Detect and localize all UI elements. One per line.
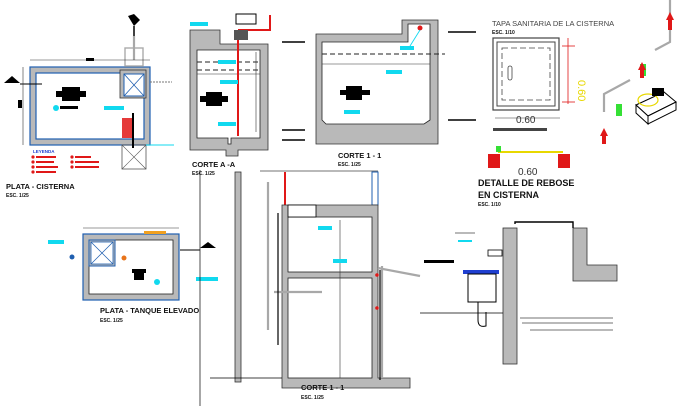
pump-motor: [637, 93, 659, 107]
view-title-corte-1-1-cisterna: CORTE 1 - 1: [338, 151, 381, 160]
column: [234, 171, 242, 383]
view-title-detalle-rebose-1: DETALLE DE REBOSE: [478, 178, 574, 188]
section-marker-1-icon: [4, 76, 20, 83]
overflow-grate: [463, 270, 499, 274]
dimension-tapa-height: 0.60: [575, 80, 587, 101]
section-1-1-tank: CORTE 1 - 1 ESC. 1/25: [199, 170, 421, 406]
view-title-plata-tanque: PLATA - TANQUE ELEVADO: [100, 306, 199, 315]
section-marker-2-icon: [200, 242, 216, 248]
view-scale-plata-tanque: ESC. 1/25: [100, 318, 123, 324]
overflow-wall: [502, 227, 518, 365]
view-title-corte-1-1-tanque: CORTE 1 - 1: [301, 383, 344, 392]
flow-arrows: [600, 12, 674, 144]
view-scale-corte-1-1-tanque: ESC. 1/25: [301, 395, 324, 401]
view-scale-corte-1-1-cisterna: ESC. 1/25: [338, 162, 361, 168]
legend: LEYENDA: [31, 149, 99, 174]
view-title-detalle-rebose-2: EN CISTERNA: [478, 190, 540, 200]
view-title-plata-cisterna: PLATA - CISTERNA: [6, 182, 75, 191]
section-1-1-cistern: CORTE 1 - 1 ESC. 1/25: [315, 19, 476, 168]
cistern-outline: [29, 66, 151, 146]
tank-lower-cell: [287, 277, 373, 379]
view-scale-plata-cisterna: ESC. 1/25: [6, 193, 29, 199]
view-scale-corte-a-a: ESC. 1/25: [192, 171, 215, 177]
pump-isometric: [600, 0, 677, 144]
overflow-detail: [420, 221, 618, 365]
tank-upper-cell: [287, 216, 373, 273]
north-arrow-icon: [128, 14, 140, 26]
plan-cistern: LEYENDA PLATA - CISTERNA ESC. 1/25: [4, 14, 174, 199]
dimension-tapa-width: 0.60: [516, 115, 536, 126]
dimension-tapa-section: 0.60: [518, 167, 538, 178]
sanitary-cover-detail: TAPA SANITARIA DE LA CISTERNA ESC. 1/10 …: [488, 19, 614, 178]
section-a-a: CORTE A -A ESC. 1/25: [189, 13, 305, 177]
plan-elevated-tank: PLATA - TANQUE ELEVADO ESC. 1/25: [48, 227, 218, 324]
view-scale-detalle-rebose: ESC. 1/10: [478, 202, 501, 208]
view-scale-tapa-sanitaria: ESC. 1/10: [492, 30, 515, 36]
view-title-corte-a-a: CORTE A -A: [192, 160, 236, 169]
view-title-tapa-sanitaria: TAPA SANITARIA DE LA CISTERNA: [492, 19, 614, 28]
ladder: [122, 118, 132, 138]
svg-text:LEYENDA: LEYENDA: [33, 149, 55, 154]
